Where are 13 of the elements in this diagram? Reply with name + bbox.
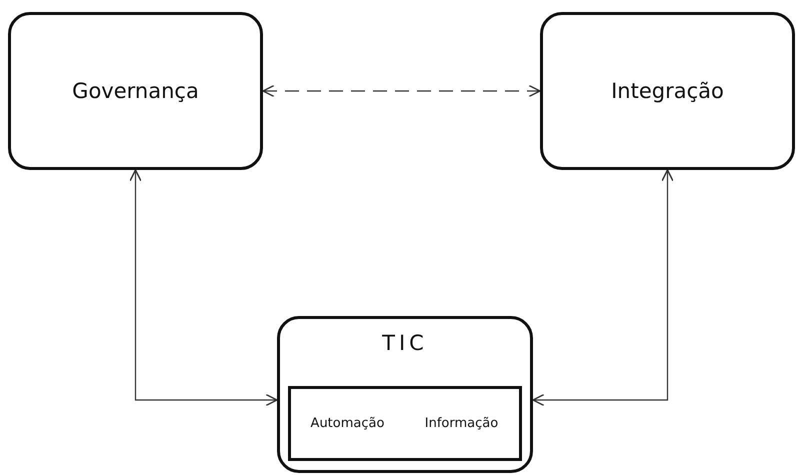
node-label: Integração (611, 79, 724, 103)
process-box (8, 12, 263, 170)
arrow (532, 169, 674, 406)
group-box (277, 316, 533, 473)
node-label: Informação (424, 416, 498, 431)
process-box (540, 12, 795, 170)
table-cell (288, 386, 407, 461)
node-label: Automação (310, 416, 384, 431)
arrow (129, 169, 278, 406)
group-title: TIC (382, 331, 428, 355)
table-cell (404, 386, 522, 461)
dashed-arrow (262, 84, 541, 98)
node-label: Governança (72, 79, 199, 103)
